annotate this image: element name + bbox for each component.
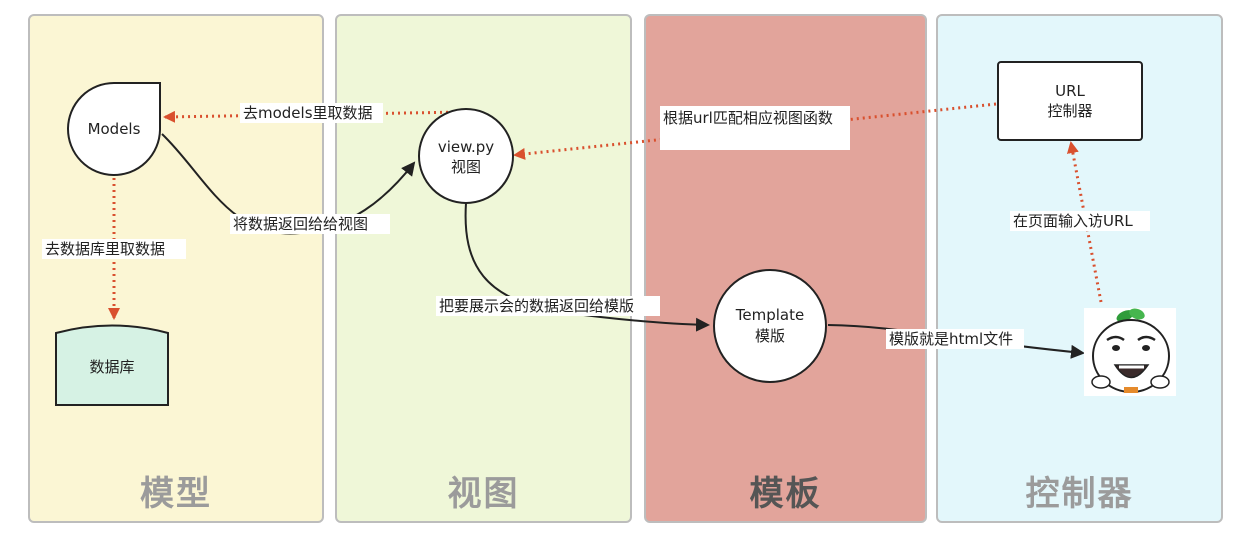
label-template-to-user: 模版就是html文件 (889, 330, 1013, 348)
label-models-to-view: 将数据返回给给视图 (233, 215, 368, 233)
lane-template: 模板 (644, 14, 927, 523)
database-label: 数据库 (89, 358, 134, 376)
user-avatar-icon (1084, 308, 1176, 396)
models-label: Models (88, 120, 141, 138)
url-label-line1: URL (1055, 82, 1085, 100)
lane-model: 模型 (28, 14, 324, 523)
url-controller-node (997, 61, 1143, 141)
lane-title-view: 视图 (447, 474, 520, 514)
label-url-to-view: 根据url匹配相应视图函数 (663, 109, 833, 127)
lane-title-model: 模型 (140, 474, 212, 514)
database-node (55, 324, 169, 406)
label-bg-url-to-view (660, 106, 850, 150)
label-bg-view-to-template (436, 296, 660, 316)
template-label-line2: 模版 (755, 327, 785, 345)
label-view-to-template: 把要展示会的数据返回给模版 (439, 297, 634, 315)
label-bg-user-to-url (1010, 211, 1150, 231)
lane-title-controller: 控制器 (1025, 474, 1134, 514)
label-models-to-db: 去数据库里取数据 (45, 240, 165, 258)
url-label-line2: 控制器 (1047, 102, 1092, 120)
lane-view: 视图 (335, 14, 632, 523)
label-view-to-models: 去models里取数据 (243, 104, 373, 122)
label-bg-models-to-view (230, 214, 390, 234)
view-node (418, 108, 514, 204)
view-label-line1: view.py (438, 138, 494, 156)
label-bg-models-to-db (42, 239, 186, 259)
label-bg-view-to-models (240, 103, 383, 123)
view-label-line2: 视图 (451, 158, 481, 176)
label-bg-template-to-user (886, 329, 1024, 349)
label-user-to-url: 在页面输入访URL (1013, 212, 1133, 230)
lane-title-template: 模板 (749, 474, 822, 514)
template-label-line1: Template (735, 306, 804, 324)
models-node (67, 82, 161, 176)
template-node (713, 269, 827, 383)
